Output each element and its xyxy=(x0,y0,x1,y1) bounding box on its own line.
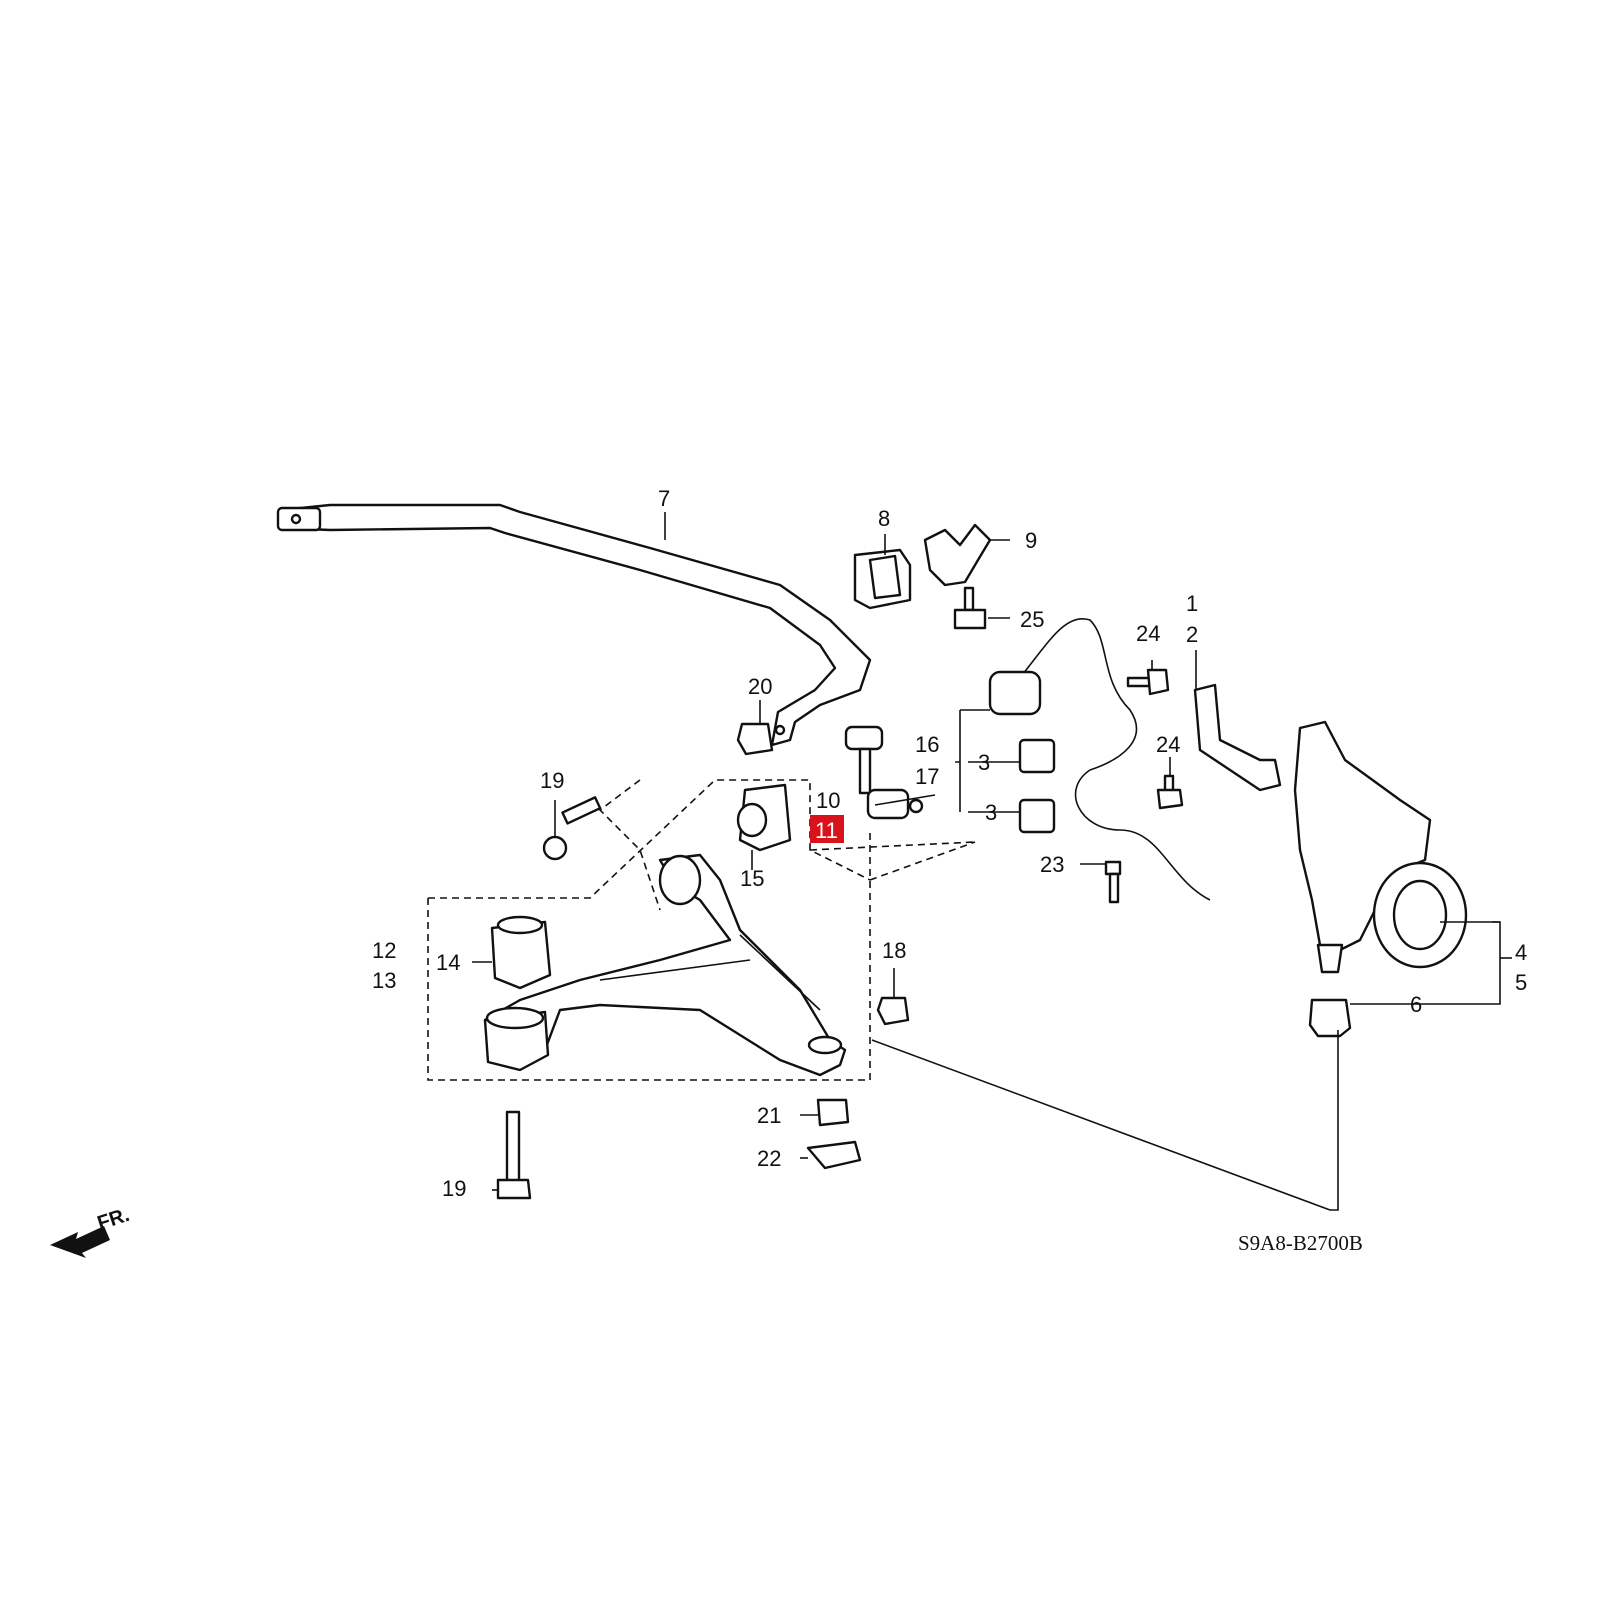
callout-6[interactable]: 6 xyxy=(1410,992,1422,1017)
callout-20[interactable]: 20 xyxy=(748,674,772,699)
callout-18[interactable]: 18 xyxy=(882,938,906,963)
callout-24b[interactable]: 24 xyxy=(1156,732,1180,757)
flange-bolt-19-upper[interactable] xyxy=(542,796,602,861)
sensor-bracket[interactable] xyxy=(1193,683,1282,792)
lock-clip-22[interactable] xyxy=(806,1140,862,1170)
callout-2[interactable]: 2 xyxy=(1186,622,1198,647)
callout-3a[interactable]: 3 xyxy=(978,750,990,775)
callout-22[interactable]: 22 xyxy=(757,1146,781,1171)
callout-16[interactable]: 16 xyxy=(915,732,939,757)
callout-23[interactable]: 23 xyxy=(1040,852,1064,877)
self-locking-nut-18[interactable] xyxy=(876,996,910,1026)
callout-8[interactable]: 8 xyxy=(878,506,890,531)
compliance-bushing[interactable] xyxy=(736,783,792,852)
callout-14[interactable]: 14 xyxy=(436,950,460,975)
callout-19a[interactable]: 19 xyxy=(540,768,564,793)
lower-arm[interactable] xyxy=(483,853,847,1077)
stabilizer-bar[interactable] xyxy=(276,503,872,747)
stabilizer-bushing[interactable] xyxy=(853,548,912,610)
abs-sensor-harness[interactable] xyxy=(988,617,1211,901)
callout-12[interactable]: 12 xyxy=(372,938,396,963)
callout-10[interactable]: 10 xyxy=(816,788,840,813)
castle-nut-21[interactable] xyxy=(816,1098,850,1127)
flange-bolt-24-lower[interactable] xyxy=(1156,774,1184,810)
callout-5[interactable]: 5 xyxy=(1515,970,1527,995)
flange-bolt-23[interactable] xyxy=(1104,860,1122,904)
callout-15[interactable]: 15 xyxy=(740,866,764,891)
flange-bolt-24-upper[interactable] xyxy=(1126,668,1170,696)
callout-13[interactable]: 13 xyxy=(372,968,396,993)
flange-bolt-19-lower[interactable] xyxy=(496,1110,532,1200)
callout-1[interactable]: 1 xyxy=(1186,591,1198,616)
callout-24a[interactable]: 24 xyxy=(1136,621,1160,646)
diagram-code: S9A8-B2700B xyxy=(1238,1231,1363,1255)
callout-7[interactable]: 7 xyxy=(658,486,670,511)
front-arrow-icon xyxy=(50,1226,110,1258)
callout-17[interactable]: 17 xyxy=(915,764,939,789)
stabilizer-link[interactable] xyxy=(844,725,924,820)
flange-bolt-25[interactable] xyxy=(953,586,987,630)
callout-19b[interactable]: 19 xyxy=(442,1176,466,1201)
callout-labels: 1 2 3 3 4 5 6 7 8 9 10 11 12 13 14 15 16… xyxy=(372,486,1527,1201)
flange-nut-20[interactable] xyxy=(736,722,774,756)
callout-25[interactable]: 25 xyxy=(1020,607,1044,632)
leader-lines xyxy=(472,512,1512,1211)
lower-arm-bushing[interactable] xyxy=(490,915,552,990)
assembly-brackets xyxy=(427,779,976,1081)
callout-3b[interactable]: 3 xyxy=(985,800,997,825)
callout-11[interactable]: 11 xyxy=(815,818,838,843)
callout-4[interactable]: 4 xyxy=(1515,940,1527,965)
highlighted-callout-11[interactable]: 11 xyxy=(810,815,844,843)
callout-21[interactable]: 21 xyxy=(757,1103,781,1128)
callout-9[interactable]: 9 xyxy=(1025,528,1037,553)
ball-joint-boot[interactable] xyxy=(1308,998,1352,1038)
steering-knuckle[interactable] xyxy=(1293,720,1468,974)
direction-label: FR. xyxy=(95,1204,132,1235)
bushing-holder[interactable] xyxy=(923,523,992,587)
